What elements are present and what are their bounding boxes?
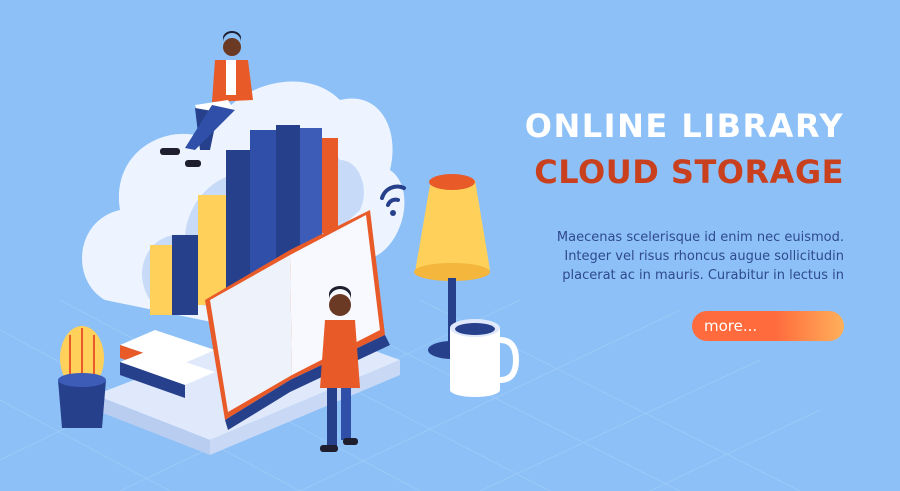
description-text: Maecenas scelerisque id enim nec euismod… — [556, 230, 844, 283]
wifi-icon — [380, 184, 406, 216]
person-reading-icon — [160, 31, 253, 167]
banner-text: ONLINE LIBRARY CLOUD STORAGE Maecenas sc… — [514, 104, 844, 341]
book-stack-icon — [120, 125, 338, 398]
open-book-icon — [205, 210, 390, 430]
more-button[interactable]: more... — [692, 311, 844, 341]
person-standing-icon — [320, 286, 360, 452]
cactus-icon — [58, 326, 106, 428]
more-button-label: more... — [704, 317, 758, 335]
mug-icon — [450, 319, 520, 397]
title-online-library: ONLINE LIBRARY — [524, 107, 844, 145]
title-cloud-storage: CLOUD STORAGE — [534, 153, 844, 191]
